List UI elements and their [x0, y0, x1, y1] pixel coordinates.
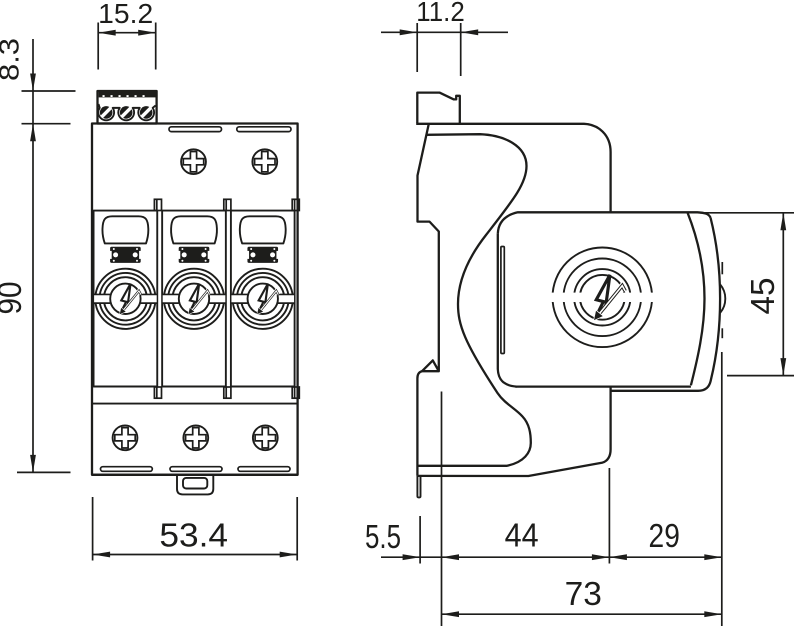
module-3 [231, 211, 295, 387]
side-view [416, 91, 727, 499]
dimension-label-module-height: 45 [744, 278, 781, 315]
terminal-screw-icon [118, 104, 135, 121]
module-groove [500, 245, 506, 355]
terminal-pocket-outline [97, 103, 157, 122]
dimension-label-base-depth: 44 [505, 517, 539, 554]
side-module [496, 211, 727, 392]
screw-phillips-icon [111, 424, 139, 452]
screw-phillips-icon [180, 148, 207, 176]
dimension-terminal-height: 8.3 [0, 38, 76, 125]
dimension-label-terminal-width: 15.2 [98, 0, 153, 29]
base-slot [237, 465, 291, 473]
vent-slot [235, 125, 292, 133]
base-slot [169, 465, 223, 473]
screw-phillips-icon [251, 148, 279, 176]
latch-tab [153, 386, 163, 400]
module-top-edge [496, 211, 712, 234]
terminal-screw-icon [138, 104, 155, 121]
screw-phillips-icon [182, 424, 210, 452]
surge-arrester-symbol-icon [549, 246, 655, 349]
dimension-rail-offset: 5.5 [365, 516, 442, 564]
dimension-label-terminal-height: 8.3 [0, 38, 25, 81]
foot-tab [416, 475, 422, 499]
dimension-label-rail-offset: 5.5 [365, 518, 401, 555]
dimension-label-body-height: 90 [0, 282, 28, 315]
dimension-terminal-depth: 11.2 [381, 0, 508, 76]
dimension-label-terminal-depth: 11.2 [416, 0, 464, 27]
module-2 [162, 211, 226, 387]
dimension-module-height: 45 [700, 211, 794, 377]
terminal-screw-icon [98, 104, 115, 121]
module-left-edge [496, 233, 517, 388]
din-clip [176, 474, 215, 496]
dimension-module-protrusion: 29 [609, 352, 723, 626]
rail-hook [420, 359, 440, 373]
front-terminal-block [96, 89, 158, 125]
vent-slot [168, 125, 223, 133]
base-slot [99, 465, 154, 473]
side-back-lower [416, 370, 423, 476]
dimension-label-module-protrusion: 29 [649, 517, 680, 554]
side-terminal-block [416, 91, 461, 124]
side-bottom-outline [417, 387, 612, 478]
latch-tab [222, 198, 232, 212]
dimension-body-width: 53.4 [91, 497, 299, 561]
side-back-profile [416, 123, 440, 362]
screw-phillips-icon [251, 424, 279, 452]
side-wall-sweep [417, 133, 532, 467]
side-base-top [416, 122, 612, 213]
dimension-base-depth: 44 [440, 391, 611, 626]
front-view [90, 89, 301, 496]
module-face-inner [686, 212, 706, 386]
latch-tab [222, 386, 232, 400]
dimension-label-total-depth: 73 [565, 575, 602, 612]
latch-tab [153, 198, 163, 212]
dimension-total-depth: 73 [441, 575, 722, 618]
module-face-outer [610, 217, 722, 392]
grip-bump [719, 283, 727, 314]
dimension-body-height: 90 [0, 123, 71, 474]
module-1 [94, 211, 158, 387]
dimension-label-body-width: 53.4 [159, 517, 228, 554]
dimension-terminal-width: 15.2 [97, 0, 157, 70]
